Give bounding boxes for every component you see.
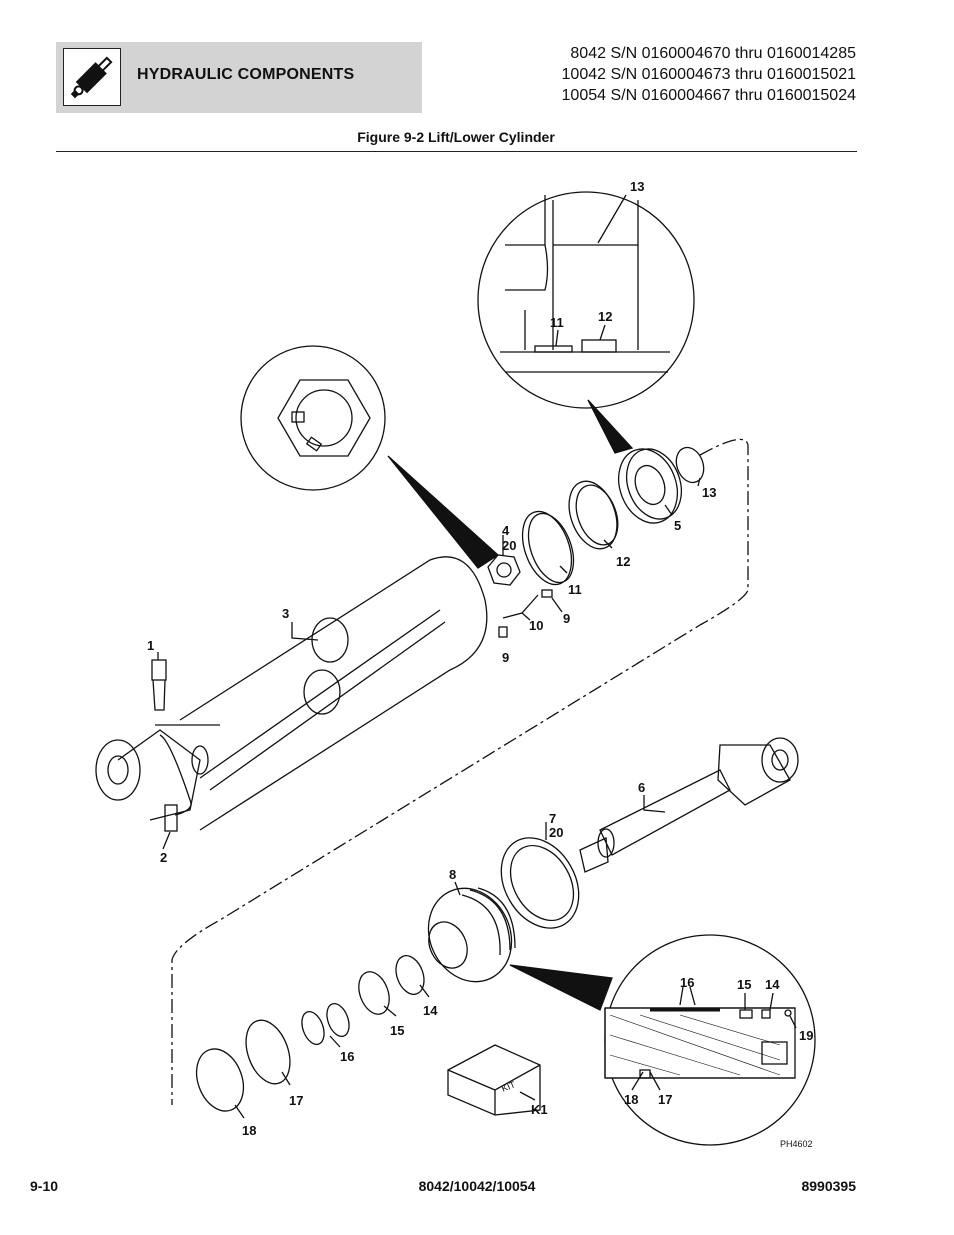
callout-9: 9	[502, 650, 509, 665]
seal-part-14	[395, 955, 425, 995]
callout-9: 9	[563, 611, 570, 626]
rod-part-6	[579, 737, 799, 873]
ring-part-16	[301, 1003, 350, 1045]
detail-callout-15: 15	[737, 977, 751, 992]
detail-callout-17: 17	[658, 1092, 672, 1107]
detail-callout-18: 18	[624, 1092, 638, 1107]
gland-part-5	[618, 448, 683, 524]
callout-4: 4	[502, 523, 510, 538]
callout-13: 13	[702, 485, 716, 500]
setscrew-part-9	[541, 589, 553, 598]
backup-ring-part-18	[195, 1048, 245, 1112]
oring-part-17	[245, 1019, 291, 1085]
serial-number-list: 8042 S/N 0160004670 thru 0160014285 1004…	[562, 43, 856, 106]
callout-6: 6	[638, 780, 645, 795]
header-rule	[56, 151, 857, 152]
callout-12: 12	[616, 554, 630, 569]
detail-callout-14: 14	[765, 977, 780, 992]
detail-callout-13: 13	[630, 179, 644, 194]
footer-part-number: 8990395	[801, 1178, 856, 1194]
cylinder-barrel	[95, 556, 488, 831]
section-header: HYDRAULIC COMPONENTS	[56, 42, 422, 113]
callout-17: 17	[289, 1093, 303, 1108]
section-title: HYDRAULIC COMPONENTS	[137, 66, 355, 83]
nut-part-4	[487, 554, 521, 586]
callout-7: 7	[549, 811, 556, 826]
callout-5: 5	[674, 518, 681, 533]
detail-callout-16: 16	[680, 975, 694, 990]
callout-20: 20	[549, 825, 563, 840]
detail-callout-12: 12	[598, 309, 612, 324]
fitting-part-1	[151, 659, 167, 681]
serial-line: 8042 S/N 0160004670 thru 0160014285	[570, 45, 856, 62]
seal-kit-box	[447, 1044, 541, 1116]
figure-title: Figure 9-2 Lift/Lower Cylinder	[357, 129, 555, 145]
seal-part-15	[358, 971, 390, 1015]
kit-label: KIT	[500, 1079, 517, 1094]
ring-part-7	[500, 837, 580, 929]
callout-15: 15	[390, 1023, 404, 1038]
footer-models: 8042/10042/10054	[418, 1178, 536, 1194]
callout-16: 16	[340, 1049, 354, 1064]
page-number: 9-10	[30, 1178, 59, 1194]
callout-14: 14	[423, 1003, 438, 1018]
serial-line: 10042 S/N 0160004673 thru 0160015021	[561, 66, 856, 83]
wear-ring-part-11	[521, 510, 575, 586]
callout-18: 18	[242, 1123, 256, 1138]
callout-8: 8	[449, 867, 456, 882]
detail-callout-11: 11	[550, 315, 564, 330]
detail-circle-piston	[604, 934, 816, 1146]
oring-part-13	[675, 446, 705, 484]
callout-11: 11	[568, 582, 582, 597]
piston-part-8	[427, 887, 516, 983]
callout-20: 20	[502, 538, 516, 553]
callout-1: 1	[147, 638, 154, 653]
serial-line: 10054 S/N 0160004667 thru 0160015024	[561, 87, 856, 104]
image-code: PH4602	[780, 1139, 813, 1149]
callout-k1: K1	[531, 1102, 548, 1117]
fitting-part-2	[164, 804, 178, 832]
callout-3: 3	[282, 606, 289, 621]
callout-2: 2	[160, 850, 167, 865]
hydraulic-cylinder-icon	[63, 48, 121, 106]
detail-callout-19: 19	[799, 1028, 813, 1043]
detail-circle-gland	[477, 191, 695, 409]
detail-circle-nut	[240, 345, 386, 491]
callout-10: 10	[529, 618, 543, 633]
